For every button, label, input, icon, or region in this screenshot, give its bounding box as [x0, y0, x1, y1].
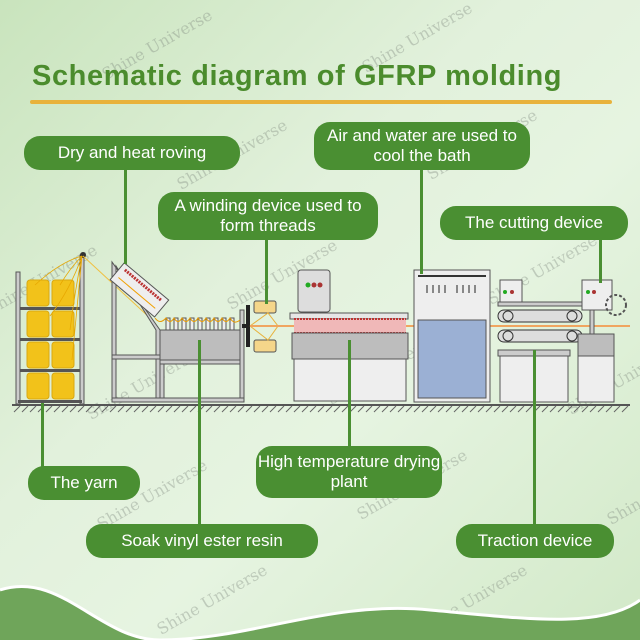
- label-winding-device: A winding device used to form threads: [158, 192, 378, 240]
- cutting-device: [577, 279, 627, 403]
- resin-bath-machine: [82, 255, 245, 403]
- connector-soak: [198, 340, 201, 526]
- bottom-wave-edge: [0, 584, 640, 640]
- connector-winding: [265, 240, 268, 304]
- winding-device: [242, 300, 279, 353]
- diagram-title: Schematic diagram of GFRP molding: [30, 60, 614, 104]
- title-text: Schematic diagram of GFRP molding: [32, 60, 563, 92]
- yarn-bobbins: [26, 279, 75, 400]
- label-drying-plant: High temperature drying plant: [256, 446, 442, 498]
- connector-traction: [533, 350, 536, 526]
- label-air-water: Air and water are used to cool the bath: [314, 122, 530, 170]
- connector-cutting: [599, 238, 602, 283]
- title-underline: [30, 100, 612, 104]
- yarn-rack: [15, 252, 86, 405]
- label-cutting-device: The cutting device: [440, 206, 628, 240]
- resin-rollers: [165, 317, 235, 331]
- label-traction-device: Traction device: [456, 524, 614, 558]
- connector-yarn: [41, 403, 44, 469]
- connector-air-water: [420, 166, 423, 274]
- label-dry-heat-roving: Dry and heat roving: [24, 136, 240, 170]
- label-soak-resin: Soak vinyl ester resin: [86, 524, 318, 558]
- bottom-wave: [0, 586, 640, 640]
- traction-device: [497, 279, 583, 403]
- ground-hatch: [13, 405, 629, 413]
- connector-drying: [348, 340, 351, 446]
- label-yarn: The yarn: [28, 466, 140, 500]
- connector-dry-heat: [124, 166, 127, 264]
- cooling-bath: [413, 269, 491, 403]
